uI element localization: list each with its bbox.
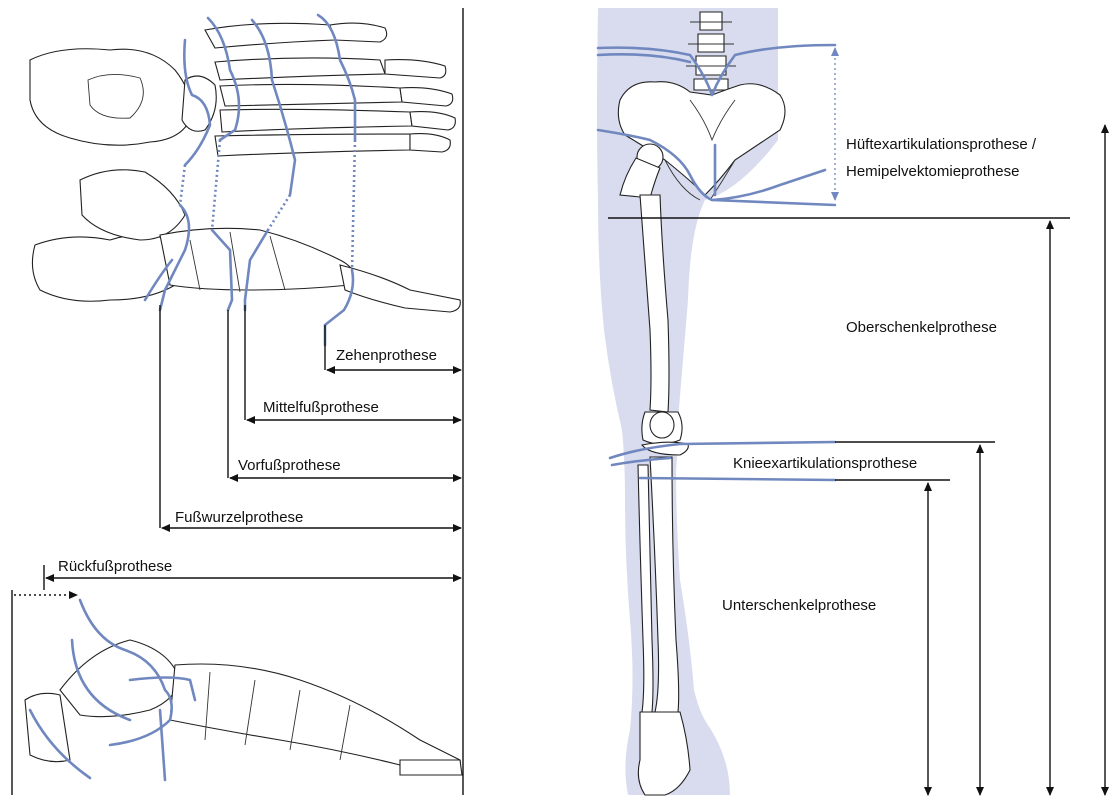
leg-labels: Hüftexartikulationsprothese / Hemipelvek…	[722, 136, 1037, 614]
cut-line-midfoot	[252, 20, 295, 195]
label-midfoot-prosthesis: Mittelfußprothese	[263, 399, 379, 416]
label-hip-prosthesis-line2: Hemipelvektomieprothese	[846, 163, 1019, 180]
label-shank-prosthesis: Unterschenkelprothese	[722, 597, 876, 614]
foot-skeleton-lateral-bottom	[25, 640, 462, 775]
label-tarsal-prosthesis: Fußwurzelprothese	[175, 509, 303, 526]
label-thigh-prosthesis: Oberschenkelprothese	[846, 319, 997, 336]
label-hip-prosthesis-line1: Hüftexartikulationsprothese /	[846, 136, 1037, 153]
label-hindfoot-prosthesis: Rückfußprothese	[58, 558, 172, 575]
foot-labels: Zehenprothese Mittelfußprothese Vorfußpr…	[58, 347, 437, 575]
foot-skeleton-top-view	[30, 23, 455, 156]
label-toe-prosthesis: Zehenprothese	[336, 347, 437, 364]
label-knee-prosthesis: Knieexartikulationsprothese	[733, 455, 917, 472]
label-forefoot-prosthesis: Vorfußprothese	[238, 457, 341, 474]
